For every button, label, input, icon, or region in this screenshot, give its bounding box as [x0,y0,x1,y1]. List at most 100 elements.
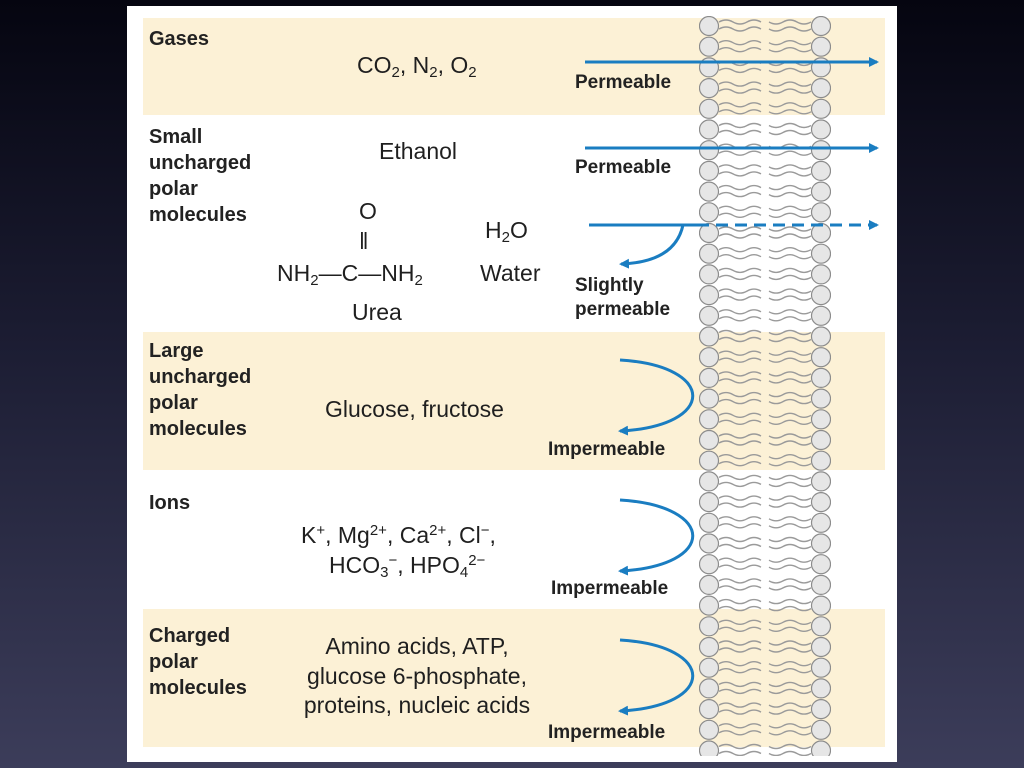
lipid-tails [718,40,812,53]
lipid-head [810,202,831,223]
lipid-head [699,264,720,285]
lipid-head [810,98,831,119]
lipid-tails [718,122,812,136]
urea-oxygen: O [359,198,377,224]
lipid-head [810,16,831,37]
lipid-head [699,719,720,740]
lipid-head [699,98,720,119]
lipid-tails [718,433,812,446]
urea-name: Urea [352,299,402,325]
band-gases [143,18,885,115]
lipid-tails [718,723,812,736]
category-small-polar: Small uncharged polar molecules [149,126,252,226]
lipid-head [699,699,720,720]
lipid-head [699,367,720,388]
label-slightly-permeable: Slightly permeable [575,275,671,320]
lipid-head [699,616,720,637]
lipid-head [810,699,831,720]
lipid-head [699,533,720,554]
lipid-head [810,409,831,430]
lipid-head [699,36,720,57]
gases-molecules: CO2, N2, O2 [357,52,477,81]
lipid-tails [718,598,812,612]
lipid-head [699,512,720,533]
lipid-tails [718,661,812,674]
lipid-head [810,326,831,347]
category-large-polar: Large uncharged polar molecules [149,340,252,440]
lipid-tails [718,454,812,467]
lipid-head [810,471,831,492]
lipid-head [699,202,720,223]
lipid-head [699,636,720,658]
lipid-head [699,657,720,678]
category-gases: Gases [149,28,210,50]
charged-polar-line-3: proteins, nucleic acids [303,692,531,718]
lipid-tails [718,743,812,756]
ions-line-1: K+, Mg2+, Ca2+, Cl−, [301,522,496,548]
lipid-head [699,78,720,99]
lipid-head [810,140,831,161]
lipid-tails [718,267,812,281]
lipid-head [810,181,831,202]
lipid-head [810,574,831,595]
lipid-head [699,305,720,326]
lipid-tails [718,350,812,363]
band-charged-polar [143,609,885,747]
lipid-head [810,533,831,554]
urea-double-bond: ‖ [359,228,369,254]
lipid-head [699,409,720,430]
lipid-head [699,471,720,492]
lipid-head [699,140,720,161]
lipid-head [810,512,831,533]
label-permeable-gases: Permeable [575,72,672,93]
lipid-head [810,388,831,409]
lipid-head [699,678,720,699]
lipid-head [699,740,720,756]
lipid-tails [718,288,812,301]
lipid-tails [718,81,812,94]
water-name: Water [480,260,541,286]
lipid-head [699,326,720,347]
impermeable-arrow-ions [618,498,695,576]
label-impermeable-large: Impermeable [548,439,666,460]
lipid-head [699,16,720,37]
lipid-head [699,243,720,264]
lipid-tails [718,495,812,508]
lipid-head [810,243,831,264]
lipid-tails [718,329,812,343]
lipid-tails [718,205,812,218]
lipid-head [810,450,831,471]
impermeable-arrow-charged [618,638,695,716]
impermeable-arrow-large [618,358,695,436]
lipid-head [699,181,720,202]
lipid-tails [718,184,812,198]
lipid-head [699,285,720,306]
lipid-tails [718,19,812,32]
lipid-tails [718,226,812,239]
lipid-head [699,388,720,409]
lipid-tails [718,516,812,529]
lipid-head [810,719,831,740]
lipid-head [810,554,831,575]
lipid-head [810,285,831,306]
label-impermeable-ions: Impermeable [551,578,669,599]
lipid-head [699,347,720,368]
lipid-head [699,429,720,451]
ions-line-2: HCO3−, HPO42− [329,552,486,581]
lipid-head [810,740,831,756]
charged-polar-line-1: Amino acids, ATP, [325,633,509,659]
lipid-head [810,636,831,658]
lipid-head [810,160,831,181]
ethanol-text: Ethanol [379,138,458,164]
lipid-head [699,574,720,595]
lipid-head [810,429,831,451]
lipid-head [699,554,720,575]
lipid-tails [718,412,812,425]
arrows-layer [585,57,879,716]
category-charged-polar: Charged polar molecules [149,625,247,699]
lipid-head [810,264,831,285]
lipid-tails [718,702,812,715]
lipid-head [810,305,831,326]
label-impermeable-charged: Impermeable [548,722,666,743]
lipid-head [699,492,720,513]
